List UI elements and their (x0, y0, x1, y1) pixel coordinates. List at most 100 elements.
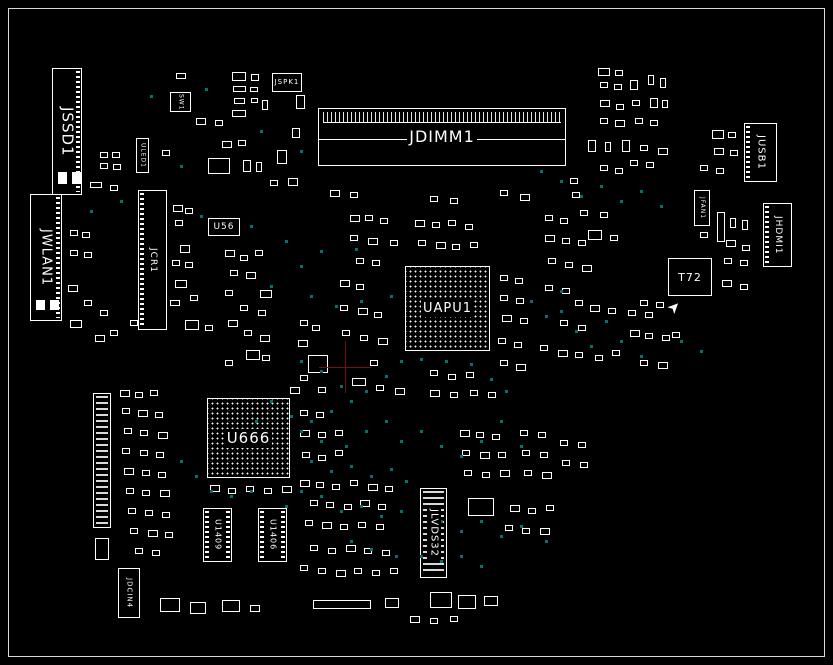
part[interactable] (148, 530, 158, 537)
part[interactable] (336, 570, 346, 577)
part[interactable] (575, 352, 583, 358)
part[interactable] (546, 505, 554, 511)
part[interactable] (740, 260, 748, 266)
part[interactable] (122, 448, 130, 454)
part[interactable] (430, 370, 438, 376)
part[interactable] (310, 500, 318, 506)
part[interactable] (717, 212, 725, 242)
part[interactable] (610, 235, 618, 241)
part[interactable] (140, 430, 148, 436)
part[interactable] (600, 100, 610, 107)
part[interactable] (635, 118, 643, 124)
part[interactable] (350, 192, 358, 198)
part[interactable] (250, 87, 258, 92)
component-JDCIN4[interactable]: JDCIN4 (118, 568, 140, 618)
part[interactable] (722, 280, 732, 287)
part[interactable] (488, 392, 496, 398)
part[interactable] (255, 250, 263, 256)
part[interactable] (90, 182, 102, 188)
part[interactable] (540, 345, 548, 351)
part[interactable] (560, 320, 568, 326)
part[interactable] (225, 250, 235, 257)
part[interactable] (630, 330, 640, 337)
part[interactable] (234, 98, 245, 104)
part[interactable] (390, 240, 398, 246)
part[interactable] (196, 118, 206, 125)
part[interactable] (270, 180, 278, 186)
part[interactable] (84, 252, 92, 258)
part[interactable] (232, 72, 246, 81)
part[interactable] (225, 290, 233, 296)
part[interactable] (522, 528, 530, 534)
part[interactable] (135, 548, 143, 554)
part[interactable] (500, 275, 508, 281)
part[interactable] (436, 242, 446, 249)
part[interactable] (340, 280, 350, 287)
part[interactable] (646, 162, 654, 168)
part[interactable] (358, 308, 368, 315)
part[interactable] (728, 132, 736, 138)
part[interactable] (251, 98, 258, 103)
part[interactable] (346, 545, 356, 552)
part[interactable] (135, 392, 143, 398)
part[interactable] (615, 168, 623, 174)
part[interactable] (100, 310, 108, 316)
part[interactable] (175, 220, 183, 226)
part[interactable] (448, 220, 456, 226)
part[interactable] (385, 486, 393, 492)
part[interactable] (173, 205, 183, 212)
part[interactable] (176, 73, 186, 79)
component-UAPU1[interactable]: UAPU1 (405, 266, 490, 351)
part[interactable] (70, 230, 78, 236)
part[interactable] (590, 305, 600, 312)
part[interactable] (150, 390, 158, 396)
part[interactable] (233, 86, 246, 92)
part[interactable] (300, 410, 308, 416)
part[interactable] (356, 284, 364, 290)
part[interactable] (228, 488, 236, 494)
part[interactable] (208, 158, 230, 174)
part[interactable] (500, 360, 508, 366)
part[interactable] (600, 118, 608, 124)
part[interactable] (410, 616, 420, 623)
part[interactable] (558, 350, 568, 357)
part[interactable] (190, 602, 206, 614)
component-JCR1[interactable]: JCR1 (138, 190, 167, 330)
part[interactable] (716, 168, 724, 174)
part[interactable] (155, 412, 163, 418)
part[interactable] (68, 285, 78, 292)
part[interactable] (190, 295, 198, 301)
part[interactable] (100, 163, 108, 169)
part[interactable] (616, 104, 624, 110)
part[interactable] (615, 120, 625, 127)
part[interactable] (598, 68, 610, 76)
part[interactable] (70, 250, 78, 256)
part[interactable] (138, 410, 148, 417)
part[interactable] (538, 432, 546, 438)
part[interactable] (726, 240, 736, 247)
part[interactable] (172, 260, 180, 266)
part[interactable] (82, 232, 90, 238)
part[interactable] (468, 498, 494, 516)
part[interactable] (615, 70, 623, 76)
part[interactable] (316, 412, 324, 418)
part[interactable] (464, 470, 472, 476)
part[interactable] (700, 232, 708, 238)
part[interactable] (318, 568, 326, 574)
part[interactable] (432, 222, 440, 228)
part[interactable] (660, 78, 666, 88)
part[interactable] (565, 262, 573, 268)
part[interactable] (230, 270, 238, 276)
part[interactable] (158, 472, 166, 478)
part[interactable] (180, 245, 190, 253)
part[interactable] (238, 140, 246, 146)
part[interactable] (296, 95, 305, 109)
part[interactable] (640, 300, 648, 306)
part[interactable] (378, 338, 388, 345)
part[interactable] (350, 480, 358, 486)
part[interactable] (160, 598, 180, 612)
part[interactable] (110, 330, 118, 336)
component-SW1[interactable]: SW1 (170, 92, 191, 112)
part[interactable] (95, 538, 109, 560)
component-JLVDS32[interactable]: JLVDS32 (420, 488, 447, 578)
